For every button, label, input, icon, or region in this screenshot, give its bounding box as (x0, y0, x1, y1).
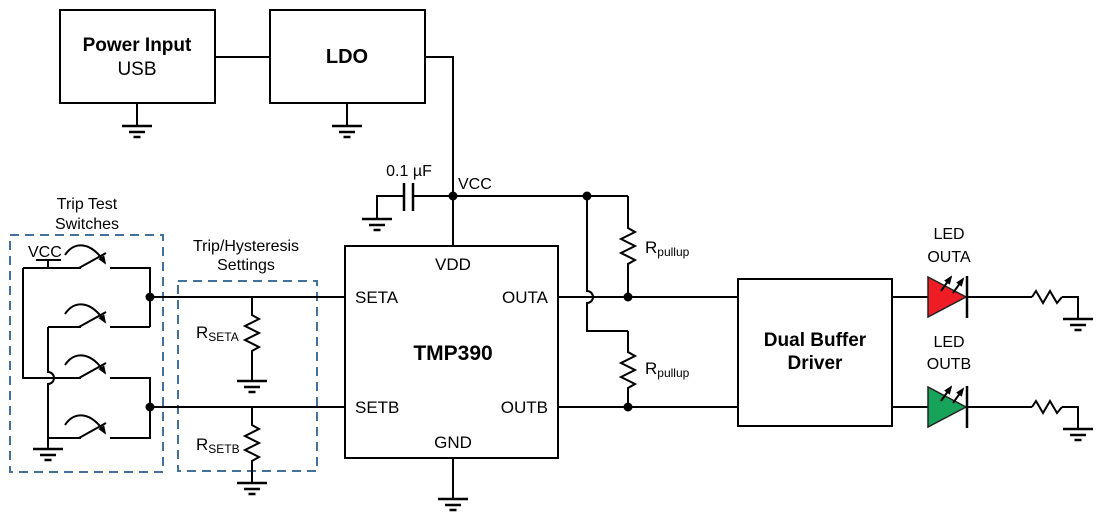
wire-trip-test-net (22, 259, 151, 449)
led-outb-label-line2: OUTB (927, 356, 971, 373)
junction-dot-outb (623, 402, 633, 412)
wire-pullup-branch-with-hop (586, 196, 628, 332)
buffer-driver-title-line2: Driver (788, 353, 844, 374)
resistor-icon-rpullup-b (618, 331, 638, 407)
buffer-driver-title-line1: Dual Buffer (764, 330, 867, 351)
wire-ldo-to-vcc-node (425, 56, 454, 246)
ground-icon-led-outa (1061, 317, 1095, 332)
resistors (242, 196, 1063, 483)
resistor-icon-rseta (242, 297, 262, 381)
pin-label-vdd: VDD (435, 255, 471, 274)
switch-icon-2 (65, 304, 106, 327)
power-input-title: Power Input (83, 35, 192, 56)
trip-hysteresis-caption-line2: Settings (217, 257, 275, 274)
vcc-net-label: VCC (458, 176, 492, 193)
ground-icon-rsetb (235, 481, 269, 496)
trip-test-switches-group-box (9, 234, 164, 473)
wire-led-outb-net (892, 406, 1079, 429)
pin-label-outb: OUTB (501, 398, 548, 417)
ldo-block (269, 9, 426, 104)
ground-icon-capacitor (360, 217, 394, 232)
led-outa-label-line2: OUTA (927, 249, 971, 266)
switch-icon-4 (65, 415, 106, 438)
junction-dot-rail-branch (582, 191, 592, 201)
power-input-block (59, 9, 216, 104)
led-icon-outa-red (928, 276, 967, 318)
wire-capacitor-net (376, 195, 453, 219)
trip-test-switches (65, 245, 106, 438)
pin-label-setb: SETB (355, 398, 399, 417)
pin-label-outa: OUTA (502, 288, 549, 307)
ground-icon-ldo (330, 124, 364, 139)
junction-dots (145, 191, 633, 412)
trip-test-caption-line1: Trip Test (57, 196, 118, 213)
rseta-label: RSETA (196, 323, 239, 344)
trip-test-caption-line2: Switches (55, 216, 119, 233)
led-icon-outb-green (928, 386, 967, 428)
tmp390-name: TMP390 (413, 342, 492, 365)
tmp390-block (344, 245, 559, 459)
ground-icon-trip-test (31, 447, 65, 462)
ground-icon-rseta (235, 379, 269, 394)
resistor-icon-led-outa-series (1031, 289, 1063, 305)
trip-hysteresis-settings-group-box (177, 280, 318, 472)
rsetb-label: RSETB (196, 435, 240, 456)
led-outa-label-line1: LED (933, 226, 964, 243)
junction-dot-setb (145, 402, 155, 412)
capacitor-icon (402, 183, 415, 211)
ground-icon-led-outb (1061, 427, 1095, 442)
wire-led-outa-net (892, 296, 1079, 319)
rpullup-a-label: Rpullup (645, 238, 690, 259)
resistor-icon-led-outb-series (1031, 399, 1063, 415)
pin-label-seta: SETA (355, 288, 399, 307)
ldo-label: LDO (326, 46, 368, 68)
resistor-icon-rsetb (242, 407, 262, 483)
junction-dot-vcc (448, 191, 458, 201)
ground-symbols (31, 124, 1095, 512)
junction-dot-outa (623, 292, 633, 302)
pin-label-gnd: GND (434, 433, 472, 452)
ground-icon-tmp390 (436, 497, 470, 512)
junction-dot-seta (145, 292, 155, 302)
rpullup-b-label: Rpullup (645, 359, 690, 380)
resistor-icon-rpullup-a (618, 196, 638, 297)
switch-icon-3 (65, 355, 106, 378)
power-input-subtitle: USB (117, 59, 156, 80)
trip-test-vcc-label: VCC (28, 244, 62, 261)
switch-icon-1 (65, 245, 106, 268)
capacitor-value-label: 0.1 µF (386, 163, 432, 180)
wires (22, 56, 1079, 499)
dual-buffer-driver-block (737, 278, 893, 427)
trip-hysteresis-caption-line1: Trip/Hysteresis (193, 238, 299, 255)
ground-icon-power (120, 124, 154, 139)
led-outb-label-line1: LED (933, 334, 964, 351)
